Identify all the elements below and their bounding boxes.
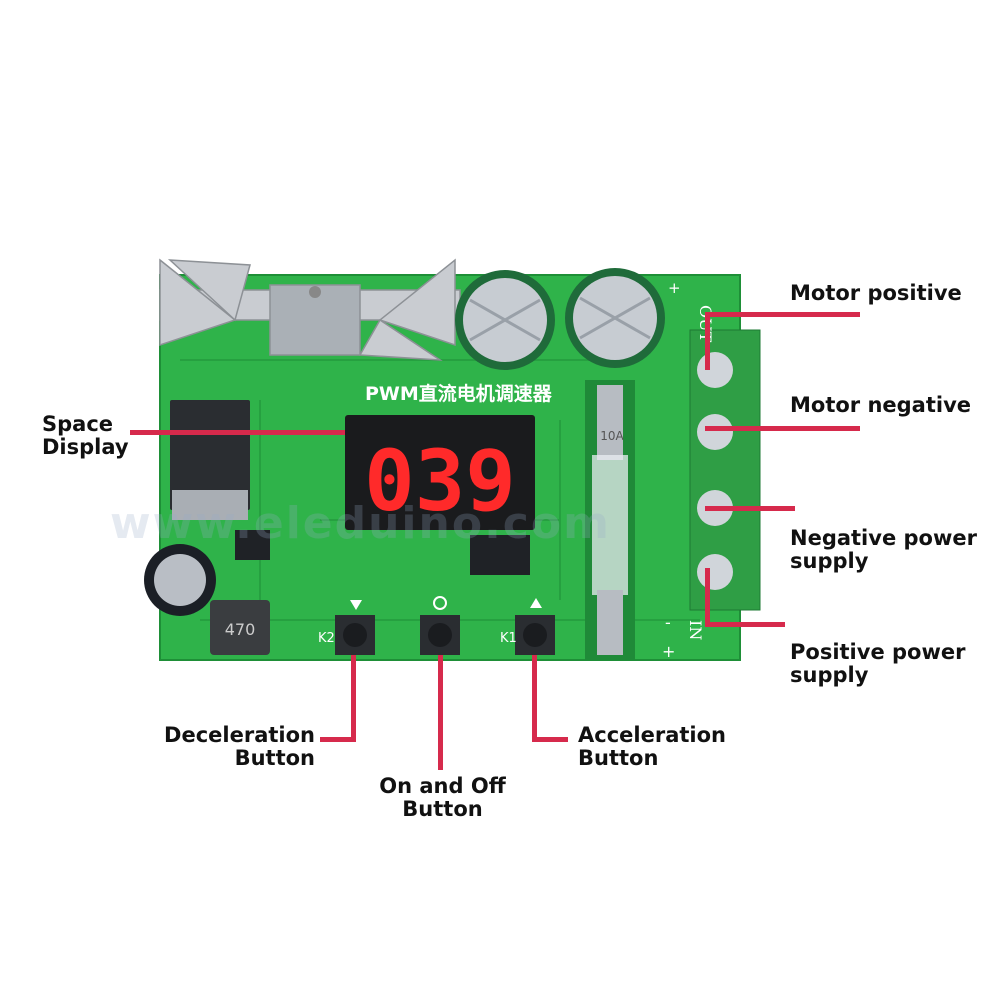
- leader-motor-positive-h: [705, 312, 860, 317]
- seven-segment-display: [345, 415, 535, 530]
- inductor: [210, 600, 270, 655]
- terminal-block: [689, 329, 761, 611]
- button-acceleration[interactable]: [515, 615, 555, 655]
- leader-space-display: [130, 430, 345, 435]
- capacitor-large-2: [565, 268, 665, 368]
- leader-motor-negative: [705, 426, 860, 431]
- k2-label: K2: [318, 631, 335, 646]
- watermark: www.eleduino.com: [110, 498, 611, 549]
- capacitor-small: [144, 544, 216, 616]
- power-icon: [433, 596, 447, 610]
- board-title: PWM直流电机调速器: [365, 382, 553, 405]
- fuse: [585, 380, 635, 660]
- leader-acceleration-h: [532, 737, 568, 742]
- leader-deceleration-h: [320, 737, 356, 742]
- leader-motor-positive-v: [705, 312, 710, 370]
- leader-positive-power-h: [705, 622, 785, 627]
- leader-negative-power: [705, 506, 795, 511]
- inductor-label: 470: [225, 620, 256, 639]
- leader-deceleration-v: [351, 655, 356, 740]
- button-deceleration[interactable]: [335, 615, 375, 655]
- out-plus: +: [668, 279, 681, 297]
- ic-chip: [470, 535, 530, 575]
- callout-motor-negative: Motor negative: [790, 393, 972, 417]
- capacitor-large-1: [455, 270, 555, 370]
- ic-chip-small: [235, 530, 270, 560]
- fuse-rating: 10A: [600, 429, 624, 443]
- in-plus: +: [662, 642, 675, 661]
- regulator-chip: [170, 400, 250, 510]
- k1-label: K1: [500, 631, 517, 646]
- button-on-off[interactable]: [420, 615, 460, 655]
- arrow-up-icon: [530, 598, 542, 608]
- arrow-down-icon: [350, 600, 362, 610]
- leader-positive-power-v: [705, 568, 710, 626]
- callout-motor-positive: Motor positive: [790, 281, 962, 305]
- terminal-screw-2: [697, 414, 733, 450]
- in-label: IN: [686, 620, 705, 640]
- leader-on-off: [438, 655, 443, 770]
- terminal-screw-1: [697, 352, 733, 388]
- leader-acceleration-v: [532, 655, 537, 740]
- in-minus: -: [665, 613, 671, 632]
- display-readout: 039: [364, 432, 516, 530]
- terminal-screw-4: [697, 554, 733, 590]
- screw-icon: [309, 286, 321, 298]
- regulator-tab: [172, 490, 248, 520]
